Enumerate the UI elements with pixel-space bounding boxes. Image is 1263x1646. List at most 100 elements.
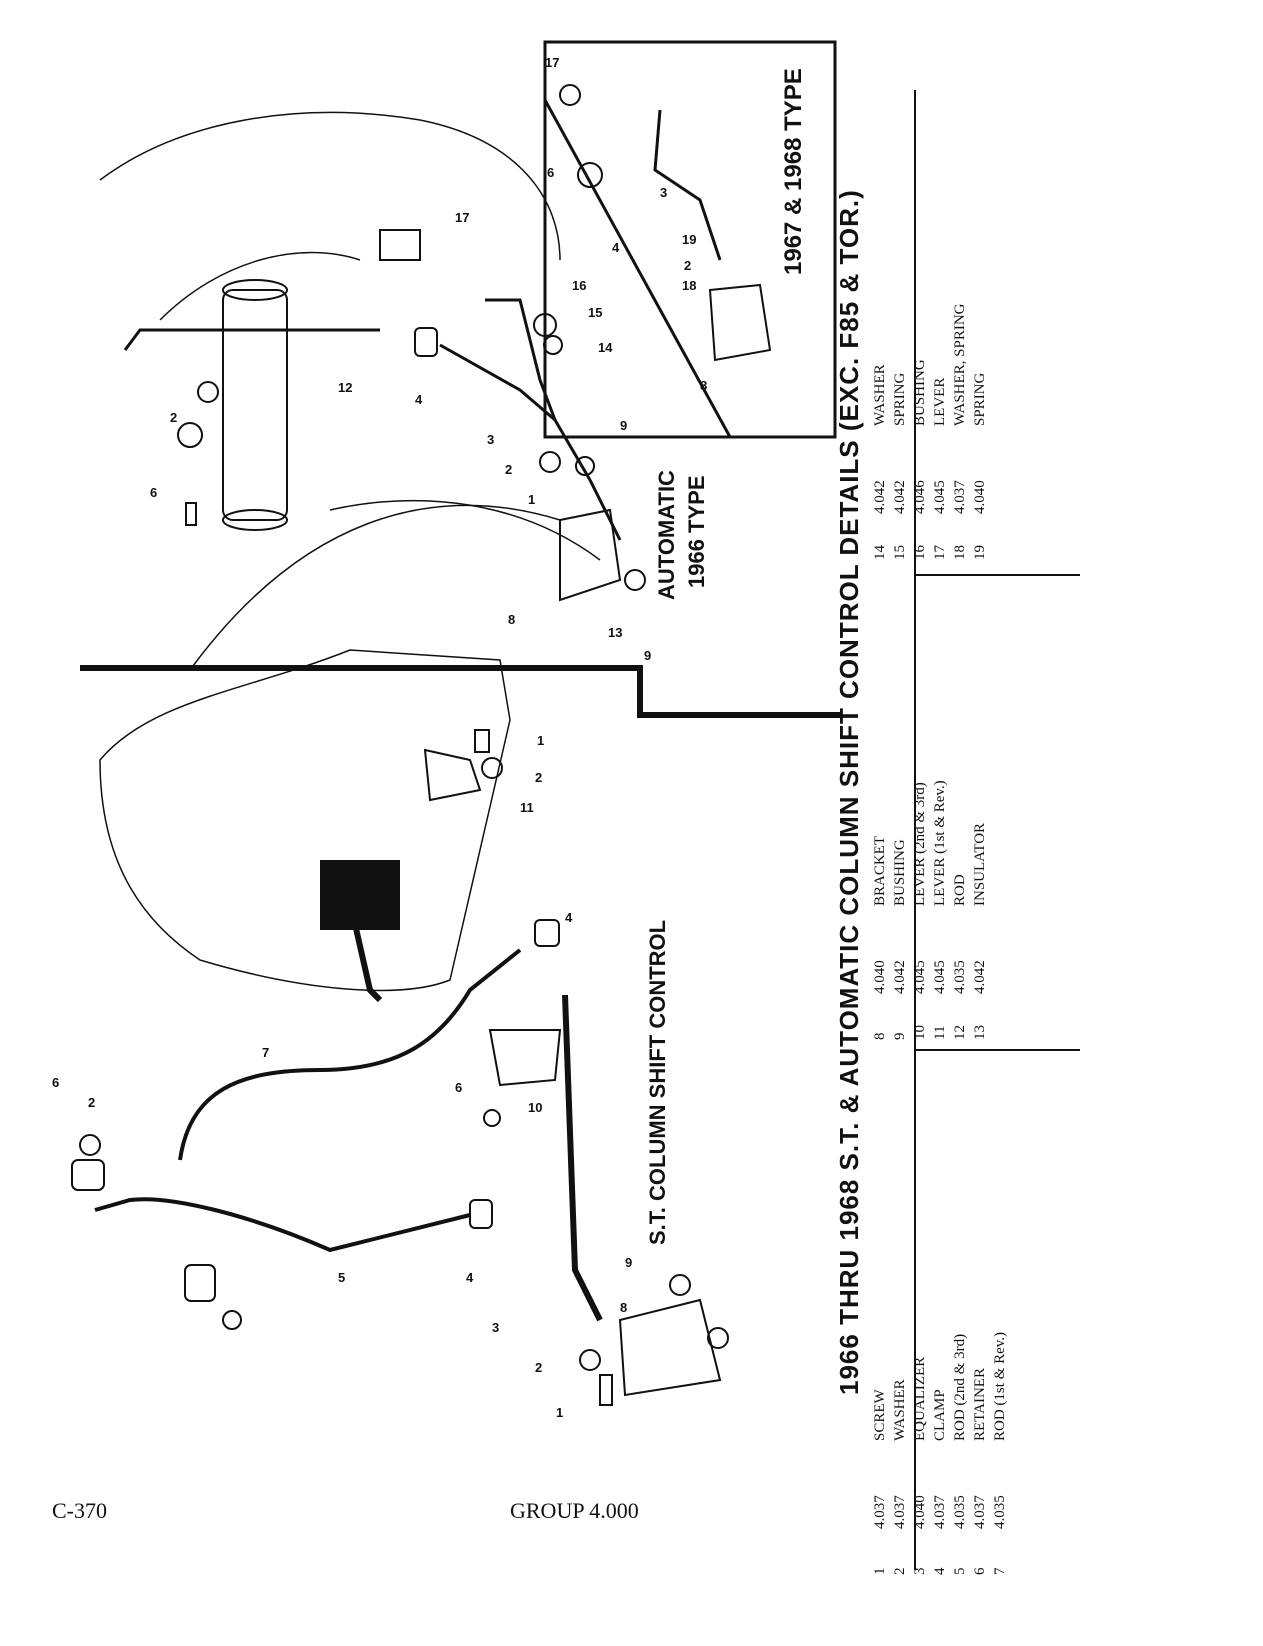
callout-9c: 9 (644, 648, 652, 663)
st-rod-7 (178, 948, 522, 1161)
page-number: C-370 (52, 1498, 107, 1523)
auto-rod-lever (485, 298, 557, 421)
auto-clamp-4 (414, 327, 438, 357)
part-number: 6 (972, 1567, 988, 1576)
part-number: 10 (912, 1025, 928, 1040)
st-clamp-4 (469, 1199, 493, 1229)
auto-housing-curve (189, 504, 561, 671)
part-number: 8 (872, 1032, 888, 1041)
callout-8: 8 (620, 1300, 628, 1315)
part-name: INSULATOR (972, 822, 988, 906)
part-code: 4.037 (932, 1495, 948, 1529)
part-number: 9 (892, 1032, 908, 1041)
part-name: LEVER (2nd & 3rd) (912, 782, 928, 906)
st-transmission-case (99, 649, 511, 992)
auto-rod-3 (439, 343, 622, 541)
part-code: 4.037 (892, 1495, 908, 1529)
part-name: SPRING (972, 372, 988, 426)
automatic-label-line2: 1966 TYPE (684, 475, 709, 588)
parts-row: 10 4.045 LEVER (2nd & 3rd) (910, 772, 930, 1040)
part-number: 14 (872, 545, 888, 560)
st-retainer-6 (483, 1109, 501, 1127)
part-code: 4.040 (912, 1495, 928, 1529)
part-code: 4.035 (952, 1495, 968, 1529)
part-number: 12 (952, 1025, 968, 1040)
part-code: 4.045 (912, 960, 928, 994)
inset-box-6768 (543, 40, 837, 439)
part-name: WASHER (872, 364, 888, 426)
st-lever-11 (423, 748, 482, 802)
inset-lever-17 (559, 84, 581, 106)
callout-3c: 3 (660, 185, 668, 200)
part-name: ROD (952, 874, 968, 906)
part-name: SCREW (872, 1389, 888, 1441)
parts-row: 14 4.042 WASHER (870, 295, 890, 560)
part-name: BRACKET (872, 835, 888, 906)
auto-spring-15 (533, 313, 557, 337)
transmission-outline (99, 111, 561, 261)
st-bushing-9b (707, 1327, 729, 1349)
column-cylinder (222, 279, 288, 531)
page-title: 1966 THRU 1968 S.T. & AUTOMATIC COLUMN S… (834, 189, 864, 1395)
st-lever-10 (488, 1029, 562, 1087)
callout-13: 13 (608, 625, 623, 640)
callout-3b: 3 (487, 432, 495, 447)
rod-12 (123, 328, 380, 351)
part-number: 5 (952, 1567, 968, 1576)
callout-2c: 2 (535, 770, 543, 785)
inset-box-diagonal (543, 99, 732, 438)
callout-6c: 6 (150, 485, 158, 500)
part-number: 2 (892, 1567, 908, 1576)
part-code: 4.042 (872, 480, 888, 514)
callout-2: 2 (88, 1095, 96, 1110)
st-column-label: S.T. COLUMN SHIFT CONTROL (645, 919, 670, 1245)
st-clamp-top (71, 1159, 105, 1191)
callout-9b: 9 (620, 418, 628, 433)
part-number: 18 (952, 545, 968, 560)
callout-2b: 2 (535, 1360, 543, 1375)
callout-18: 18 (682, 278, 697, 293)
part-name: BUSHING (892, 839, 908, 906)
callout-8b: 8 (508, 612, 516, 627)
part-code: 4.046 (912, 480, 928, 514)
inset-rod-3 (653, 109, 722, 261)
st-rod-shaft (562, 994, 603, 1322)
callout-19: 19 (682, 232, 697, 247)
part-number: 3 (912, 1567, 928, 1576)
callout-5: 5 (338, 1270, 346, 1285)
callout-4c: 4 (415, 392, 423, 407)
auto-lever-17 (379, 229, 421, 261)
auto-insulator-13 (624, 569, 646, 591)
callout-4: 4 (466, 1270, 474, 1285)
part-name: ROD (1st & Rev.) (992, 1331, 1008, 1441)
part-number: 7 (992, 1567, 1008, 1576)
part-number: 17 (932, 545, 948, 560)
callout-17b: 17 (545, 55, 560, 70)
st-washer-2b (222, 1310, 242, 1330)
st-clamp-bottom (184, 1264, 216, 1302)
st-rod-5 (94, 1197, 471, 1253)
callout-4b: 4 (565, 910, 573, 925)
st-bushing-9a (669, 1274, 691, 1296)
auto-housing-curve-2 (329, 499, 601, 561)
inset-bushing (577, 162, 603, 188)
part-code: 4.037 (972, 1495, 988, 1529)
callout-7: 7 (262, 1045, 270, 1060)
part-name: EQUALIZER (912, 1356, 928, 1441)
part-code: 4.045 (932, 480, 948, 514)
part-number: 13 (972, 1025, 988, 1040)
auto-washer-2 (177, 422, 203, 448)
